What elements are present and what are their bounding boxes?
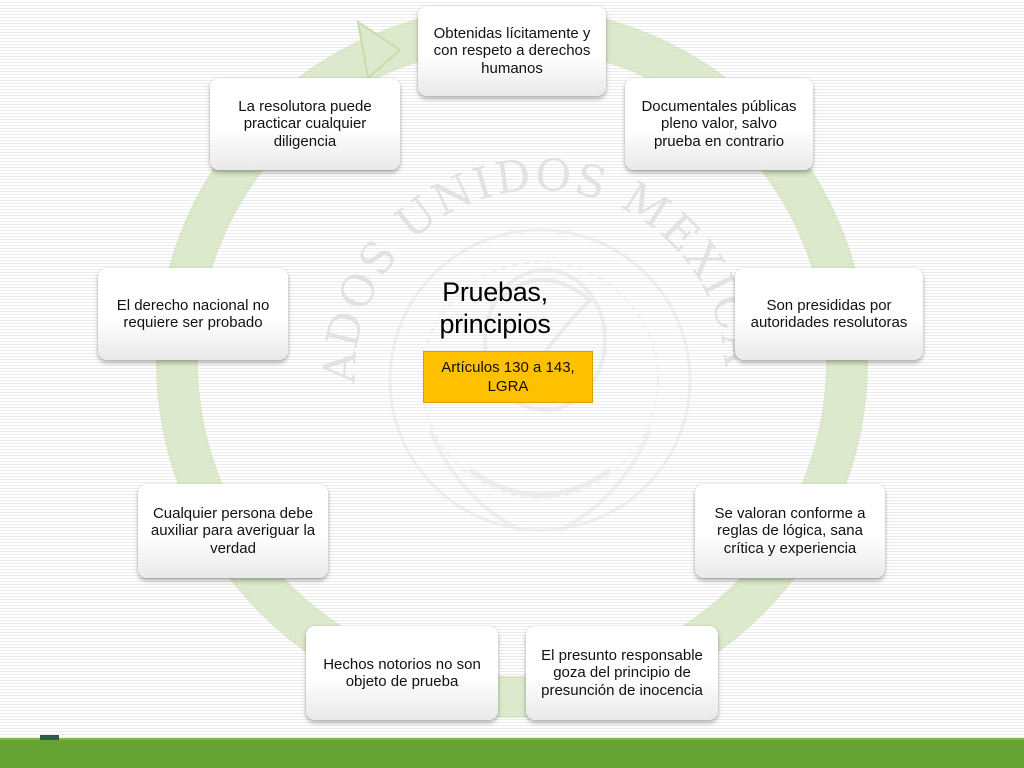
node-valuation-rules: Se valoran conforme a reglas de lógica, … <box>695 484 885 578</box>
node-anyone-must-help: Cualquier persona debe auxiliar para ave… <box>138 484 328 578</box>
node-national-law: El derecho nacional no requiere ser prob… <box>98 268 288 360</box>
node-presided-by-authorities: Son presididas por autoridades resolutor… <box>735 268 923 360</box>
footer-accent-tab <box>40 735 59 740</box>
node-presumption-innocence: El presunto responsable goza del princip… <box>526 626 718 720</box>
node-public-documents: Documentales públicas pleno valor, salvo… <box>625 78 813 170</box>
footer-bar <box>0 738 1024 768</box>
diagram-title: Pruebas, principios <box>439 277 551 339</box>
node-any-diligence: La resolutora puede practicar cualquier … <box>210 78 400 170</box>
articles-reference-box: Artículos 130 a 143, LGRA <box>423 351 593 403</box>
cycle-arrow-head-icon <box>356 19 402 80</box>
node-lawfully-obtained: Obtenidas lícitamente y con respeto a de… <box>418 6 606 96</box>
node-notorious-facts: Hechos notorios no son objeto de prueba <box>306 626 498 720</box>
